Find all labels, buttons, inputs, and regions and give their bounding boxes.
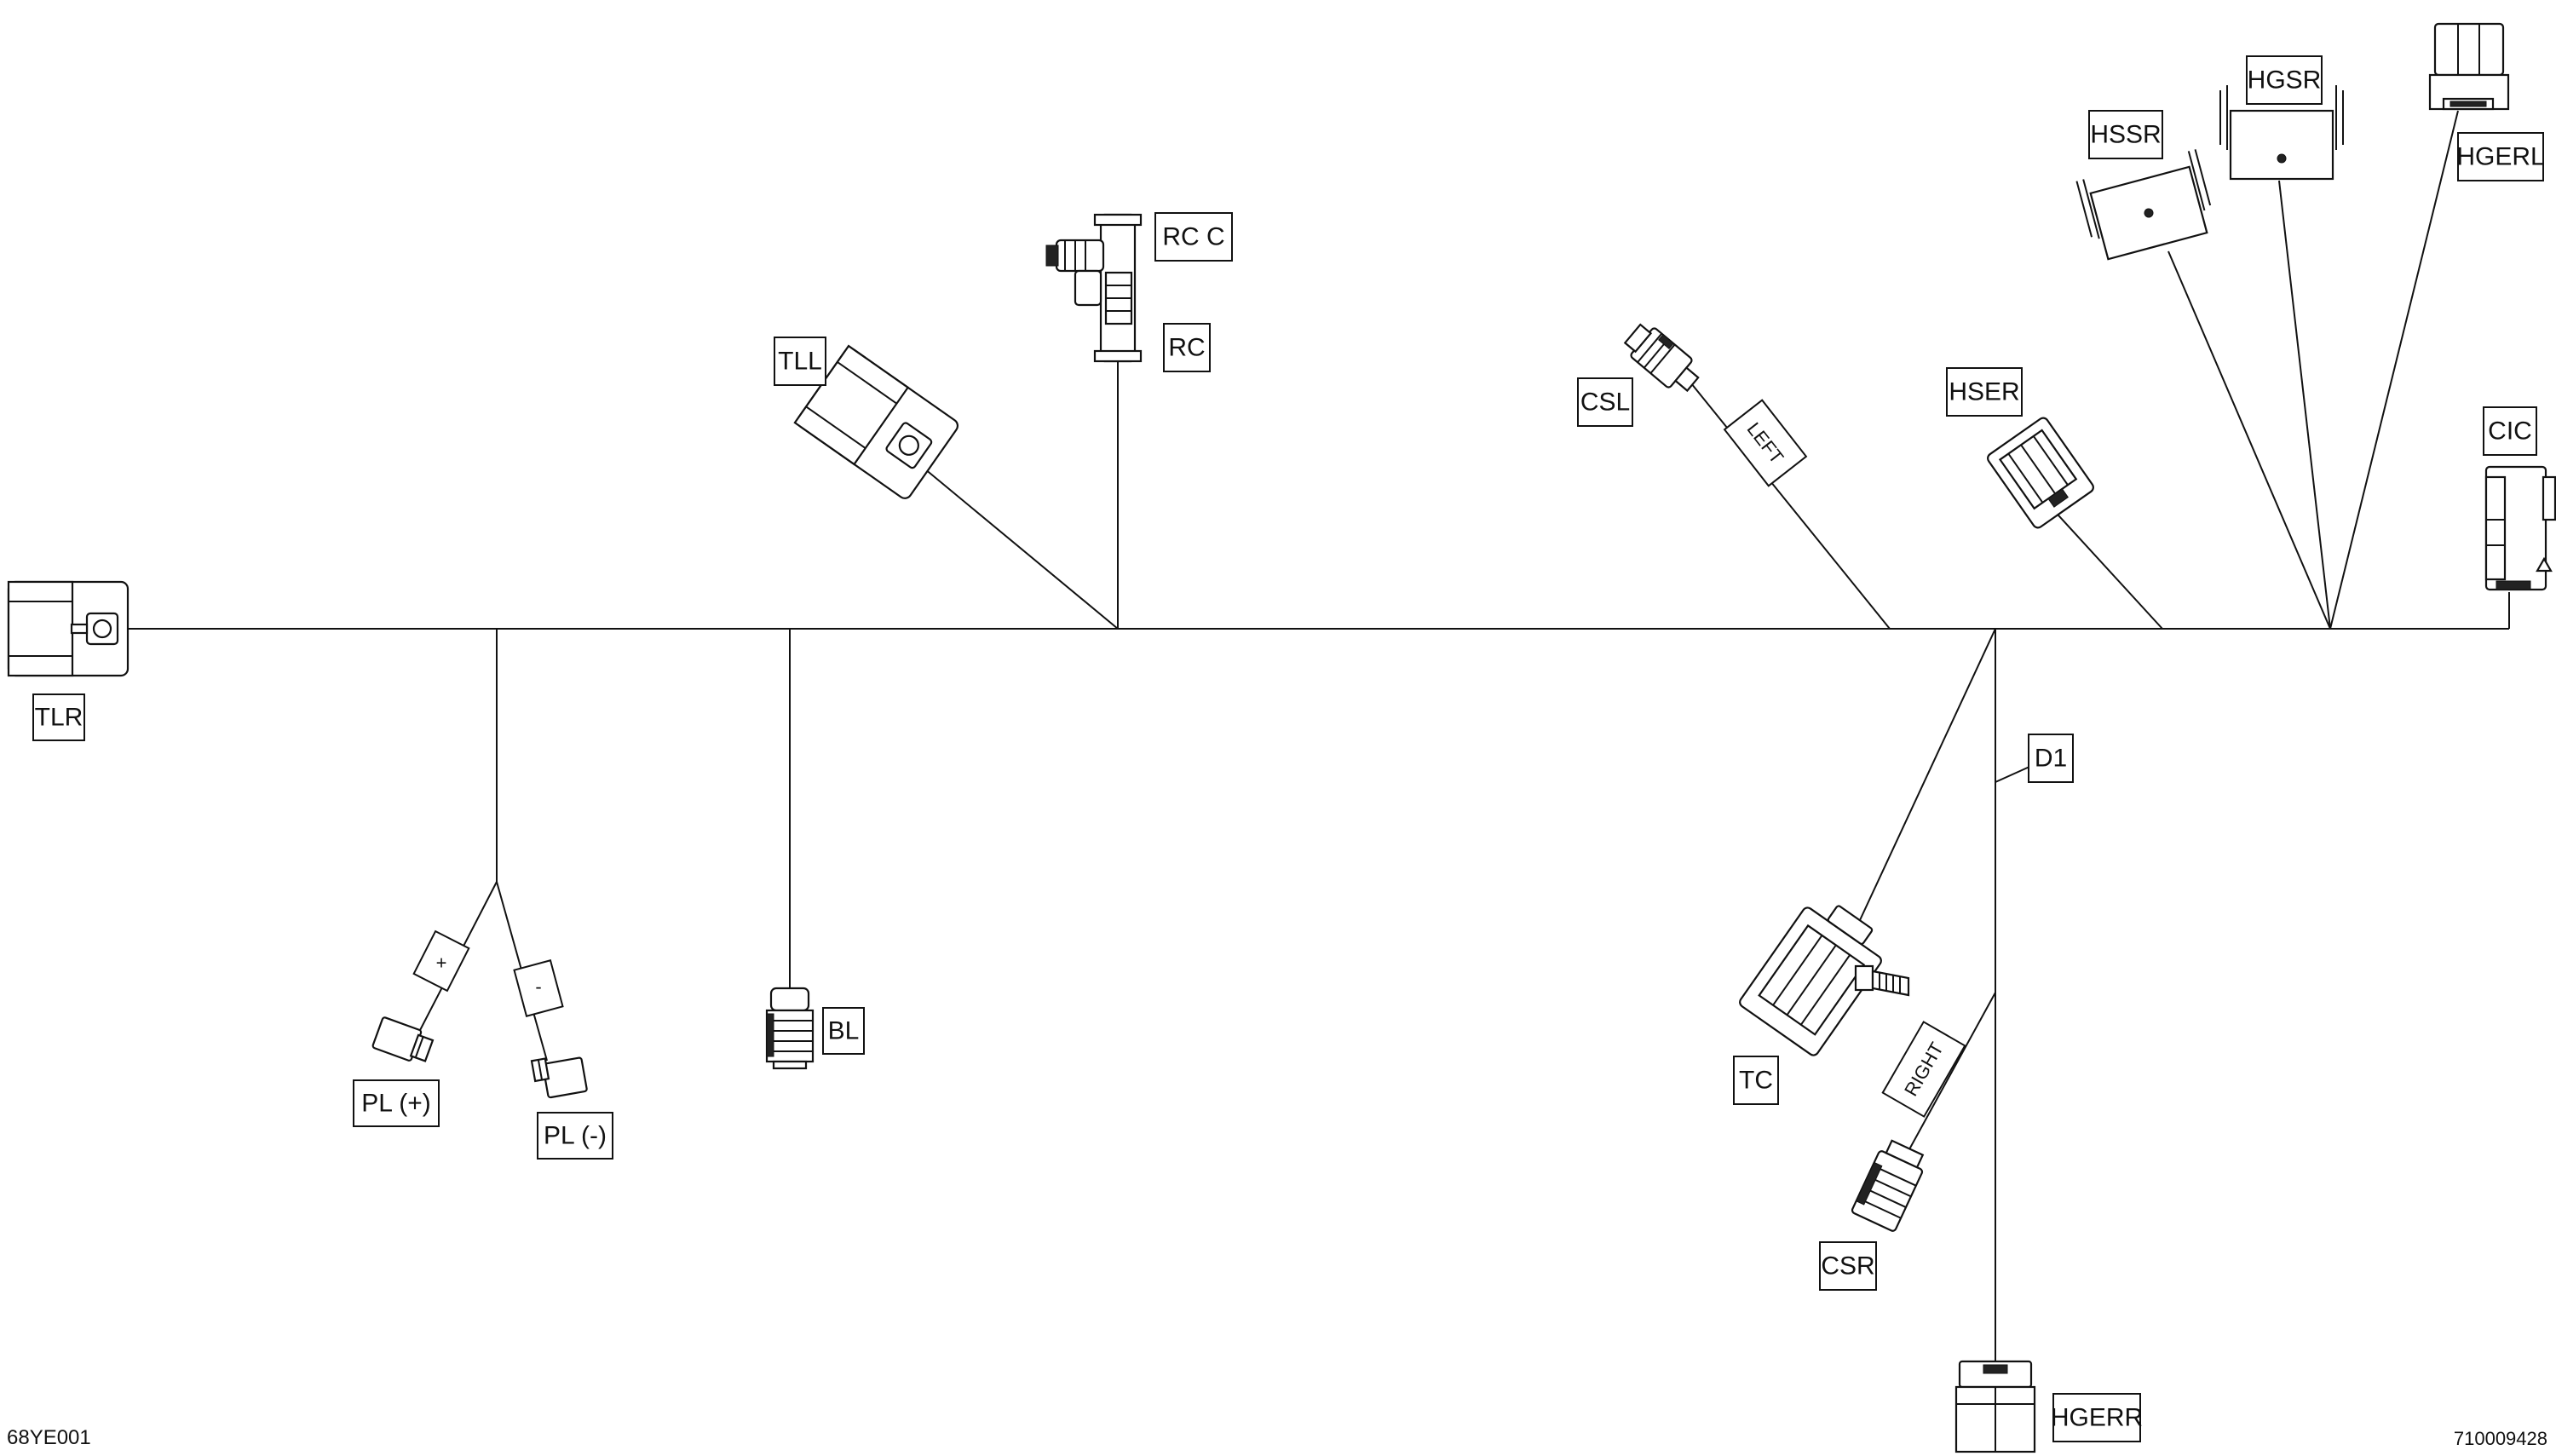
csl-label: CSL — [1580, 388, 1630, 417]
csl-connector — [1623, 323, 1700, 393]
csl-wire — [1690, 383, 1891, 630]
csr-label-box — [1819, 1241, 1877, 1291]
hgerl-connector — [2428, 22, 2510, 111]
rc-connector — [1045, 213, 1143, 363]
rc-label-box — [1163, 323, 1211, 372]
rcc-label-box — [1154, 212, 1233, 262]
hgerl-wire — [2329, 110, 2459, 630]
hser-label: HSER — [1949, 378, 2019, 406]
hgsr-wire — [2278, 180, 2331, 630]
hser-connector — [1987, 417, 2094, 529]
d1-label-box — [2028, 734, 2074, 783]
diagram-code-right: 710009428 — [2453, 1428, 2547, 1449]
pl-pos-label: PL (+) — [361, 1090, 430, 1118]
hgerr-label: HGERR — [2051, 1404, 2143, 1432]
hgsr-label-box — [2246, 55, 2323, 105]
pl-neg-connector — [530, 1056, 588, 1099]
tll-label: TLL — [778, 348, 822, 376]
tc-label: TC — [1739, 1067, 1773, 1095]
minus-tag — [513, 959, 564, 1017]
d1-leader-wire — [1995, 766, 2030, 783]
tll-wire — [924, 468, 1119, 630]
hssr-label: HSSR — [2090, 121, 2161, 149]
hser-label-box — [1946, 367, 2023, 417]
cic-label: CIC — [2488, 417, 2532, 446]
right-tag — [1881, 1021, 1966, 1118]
diagram-code-left: 68YE001 — [7, 1426, 91, 1449]
tc-wire — [1848, 628, 1996, 945]
harness-wires — [128, 110, 2510, 1361]
csl-label-box — [1577, 377, 1633, 427]
plus-tag — [412, 929, 470, 993]
plus-tag-label: + — [436, 952, 447, 974]
minus-tag-label: - — [535, 976, 541, 998]
tlr-label-box — [32, 693, 85, 741]
hgerl-label-box — [2457, 132, 2544, 181]
tlr-label: TLR — [35, 704, 83, 732]
tlr-connector — [7, 580, 130, 677]
hssr-sensor — [2075, 149, 2212, 261]
tll-connector — [793, 344, 959, 499]
csr-connector — [1851, 1139, 1925, 1232]
pl-pos-label-box — [353, 1079, 440, 1127]
pl-neg-label: PL (-) — [544, 1122, 607, 1150]
cic-connector — [2484, 465, 2556, 591]
pl-pos-connector — [371, 1016, 435, 1062]
bl-label-box — [822, 1007, 865, 1055]
hser-wire — [2040, 495, 2163, 630]
rc-label: RC — [1168, 334, 1205, 362]
hgerl-label: HGERL — [2456, 143, 2544, 171]
hgerr-connector — [1954, 1360, 2036, 1453]
hgerr-label-box — [2052, 1393, 2141, 1442]
csr-wire — [1903, 992, 1996, 1160]
hgsr-label: HGSR — [2248, 66, 2322, 95]
rcc-label: RC C — [1162, 223, 1224, 251]
d1-label: D1 — [2035, 745, 2067, 773]
tc-bolt — [1854, 964, 1910, 997]
csr-label: CSR — [1821, 1252, 1874, 1280]
pl-neg-label-box — [537, 1112, 613, 1160]
hgsr-sensor — [2219, 85, 2344, 181]
tc-label-box — [1733, 1056, 1779, 1105]
cic-label-box — [2483, 406, 2537, 456]
bl-connector — [765, 987, 815, 1070]
tll-label-box — [774, 337, 826, 386]
bl-label: BL — [828, 1017, 860, 1045]
left-tag — [1723, 399, 1808, 487]
hssr-wire — [2167, 250, 2331, 630]
hssr-label-box — [2088, 110, 2163, 159]
tc-connector — [1739, 905, 1882, 1056]
